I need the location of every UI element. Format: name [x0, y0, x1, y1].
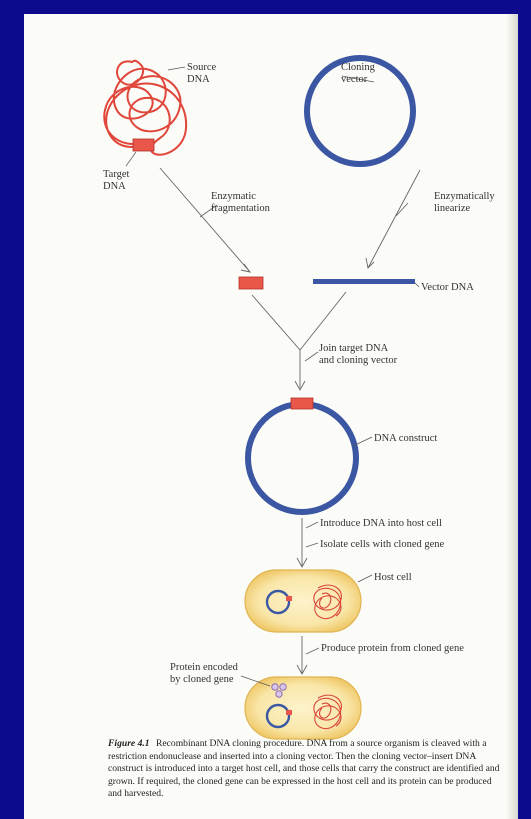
produce-label: Produce protein from cloned gene	[321, 643, 464, 654]
source-dna-tangle	[103, 59, 188, 156]
source-dna-label: Source DNA	[187, 62, 219, 85]
figure-caption: Figure 4.1 Recombinant DNA cloning proce…	[108, 738, 506, 801]
figure-label: Figure 4.1	[108, 738, 150, 749]
enzymatically-linearize-label: Enzymatically linearize	[434, 191, 497, 214]
join-arrows	[251, 291, 347, 391]
caption-text: Recombinant DNA cloning procedure. DNA f…	[108, 738, 500, 799]
cloning-vector-label: Cloning vector	[341, 62, 377, 85]
target-dna-segment-source	[132, 138, 155, 152]
host-cell-1	[244, 569, 362, 633]
introduce-arrow	[296, 518, 319, 568]
linear-vector-dna	[313, 279, 415, 284]
enzymatic-fragmentation-label: Enzymatic fragmentation	[211, 191, 271, 214]
protein-icon	[271, 683, 287, 698]
host-cell-2	[244, 676, 362, 740]
flow-arrows-top	[159, 167, 421, 273]
dna-construct-circle	[245, 401, 359, 515]
dna-construct-label: DNA construct	[374, 433, 437, 444]
cloning-vector-circle	[304, 55, 416, 167]
protein-encoded-label: Protein encoded by cloned gene	[170, 662, 241, 685]
host-cell-label: Host cell	[374, 572, 412, 583]
produce-arrow	[296, 636, 320, 675]
join-label: Join target DNA and cloning vector	[319, 343, 398, 366]
vector-dna-label: Vector DNA	[421, 282, 474, 293]
target-dna-fragment	[238, 276, 264, 290]
introduce-label: Introduce DNA into host cell	[320, 518, 442, 529]
target-dna-label: Target DNA	[103, 169, 132, 192]
page-edge-shadow	[506, 14, 518, 819]
isolate-label: Isolate cells with cloned gene	[320, 539, 445, 550]
construct-insert	[290, 397, 314, 410]
